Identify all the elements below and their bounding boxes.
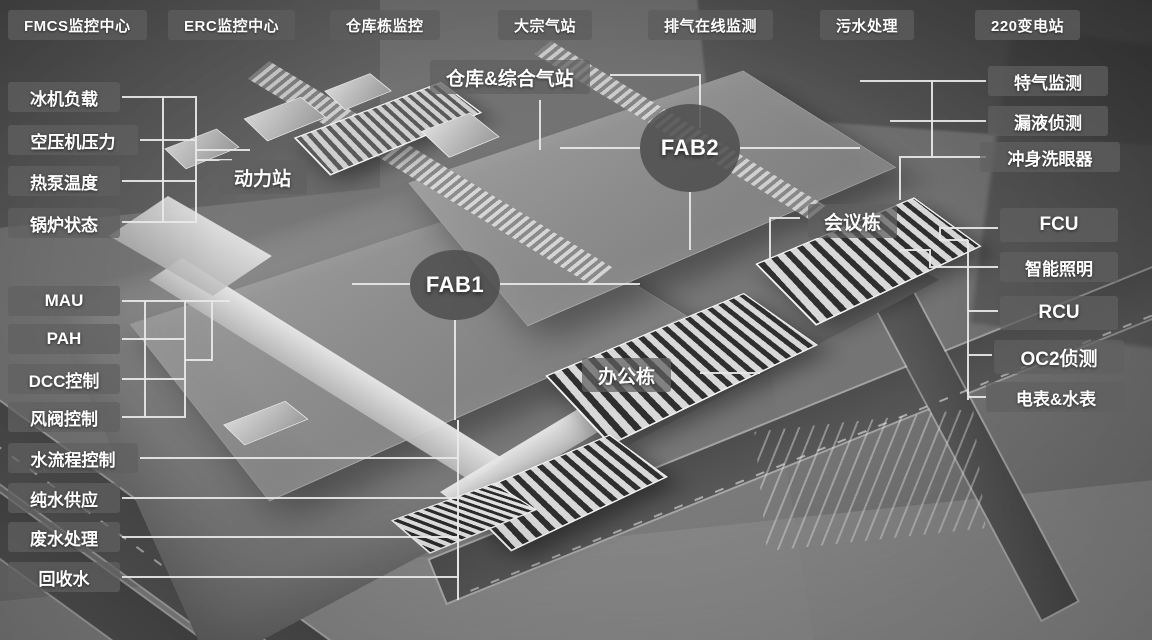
label-leak-detection[interactable]: 漏液侦测 bbox=[988, 106, 1108, 136]
label-meeting-building[interactable]: 会议栋 bbox=[808, 204, 898, 238]
label-warehouse-gas-station[interactable]: 仓库&综合气站 bbox=[430, 60, 590, 94]
label-air-compressor-pressure[interactable]: 空压机压力 bbox=[8, 125, 138, 155]
label-waste-water-treatment[interactable]: 废水处理 bbox=[8, 522, 120, 552]
label-boiler-status[interactable]: 锅炉状态 bbox=[8, 208, 120, 238]
badge-fab2[interactable]: FAB2 bbox=[640, 104, 740, 192]
label-heat-pump-temperature[interactable]: 热泵温度 bbox=[8, 166, 120, 196]
nav-chip-bulk-gas[interactable]: 大宗气站 bbox=[498, 10, 593, 40]
top-navigation-bar: FMCS监控中心 ERC监控中心 仓库栋监控 大宗气站 排气在线监测 污水处理 … bbox=[0, 0, 1152, 50]
label-dcc-control[interactable]: DCC控制 bbox=[8, 364, 120, 394]
label-office-building[interactable]: 办公栋 bbox=[582, 358, 672, 392]
label-water-process-control[interactable]: 水流程控制 bbox=[8, 443, 138, 473]
label-rcu[interactable]: RCU bbox=[1000, 296, 1118, 330]
nav-chip-exhaust[interactable]: 排气在线监测 bbox=[648, 10, 774, 40]
nav-chip-sewage[interactable]: 污水处理 bbox=[820, 10, 915, 40]
label-chiller-load[interactable]: 冰机负载 bbox=[8, 82, 120, 112]
badge-fab1[interactable]: FAB1 bbox=[410, 250, 500, 320]
label-emergency-shower-eyewash[interactable]: 冲身洗眼器 bbox=[980, 142, 1120, 172]
label-pure-water-supply[interactable]: 纯水供应 bbox=[8, 483, 120, 513]
label-power-station[interactable]: 动力站 bbox=[218, 160, 308, 194]
nav-chip-substation[interactable]: 220变电站 bbox=[975, 10, 1081, 40]
label-mau[interactable]: MAU bbox=[8, 286, 120, 316]
nav-chip-warehouse[interactable]: 仓库栋监控 bbox=[330, 10, 440, 40]
label-electric-water-meters[interactable]: 电表&水表 bbox=[986, 382, 1126, 412]
label-pah[interactable]: PAH bbox=[8, 324, 120, 354]
label-recycled-water[interactable]: 回收水 bbox=[8, 562, 120, 592]
parking-lot bbox=[754, 408, 986, 552]
label-fcu[interactable]: FCU bbox=[1000, 208, 1118, 242]
label-smart-lighting[interactable]: 智能照明 bbox=[1000, 252, 1118, 282]
nav-chip-erc[interactable]: ERC监控中心 bbox=[168, 10, 296, 40]
label-oc2-detection[interactable]: OC2侦测 bbox=[994, 340, 1124, 374]
label-damper-control[interactable]: 风阀控制 bbox=[8, 402, 120, 432]
nav-chip-fmcs[interactable]: FMCS监控中心 bbox=[8, 10, 147, 40]
label-specialty-gas-monitoring[interactable]: 特气监测 bbox=[988, 66, 1108, 96]
